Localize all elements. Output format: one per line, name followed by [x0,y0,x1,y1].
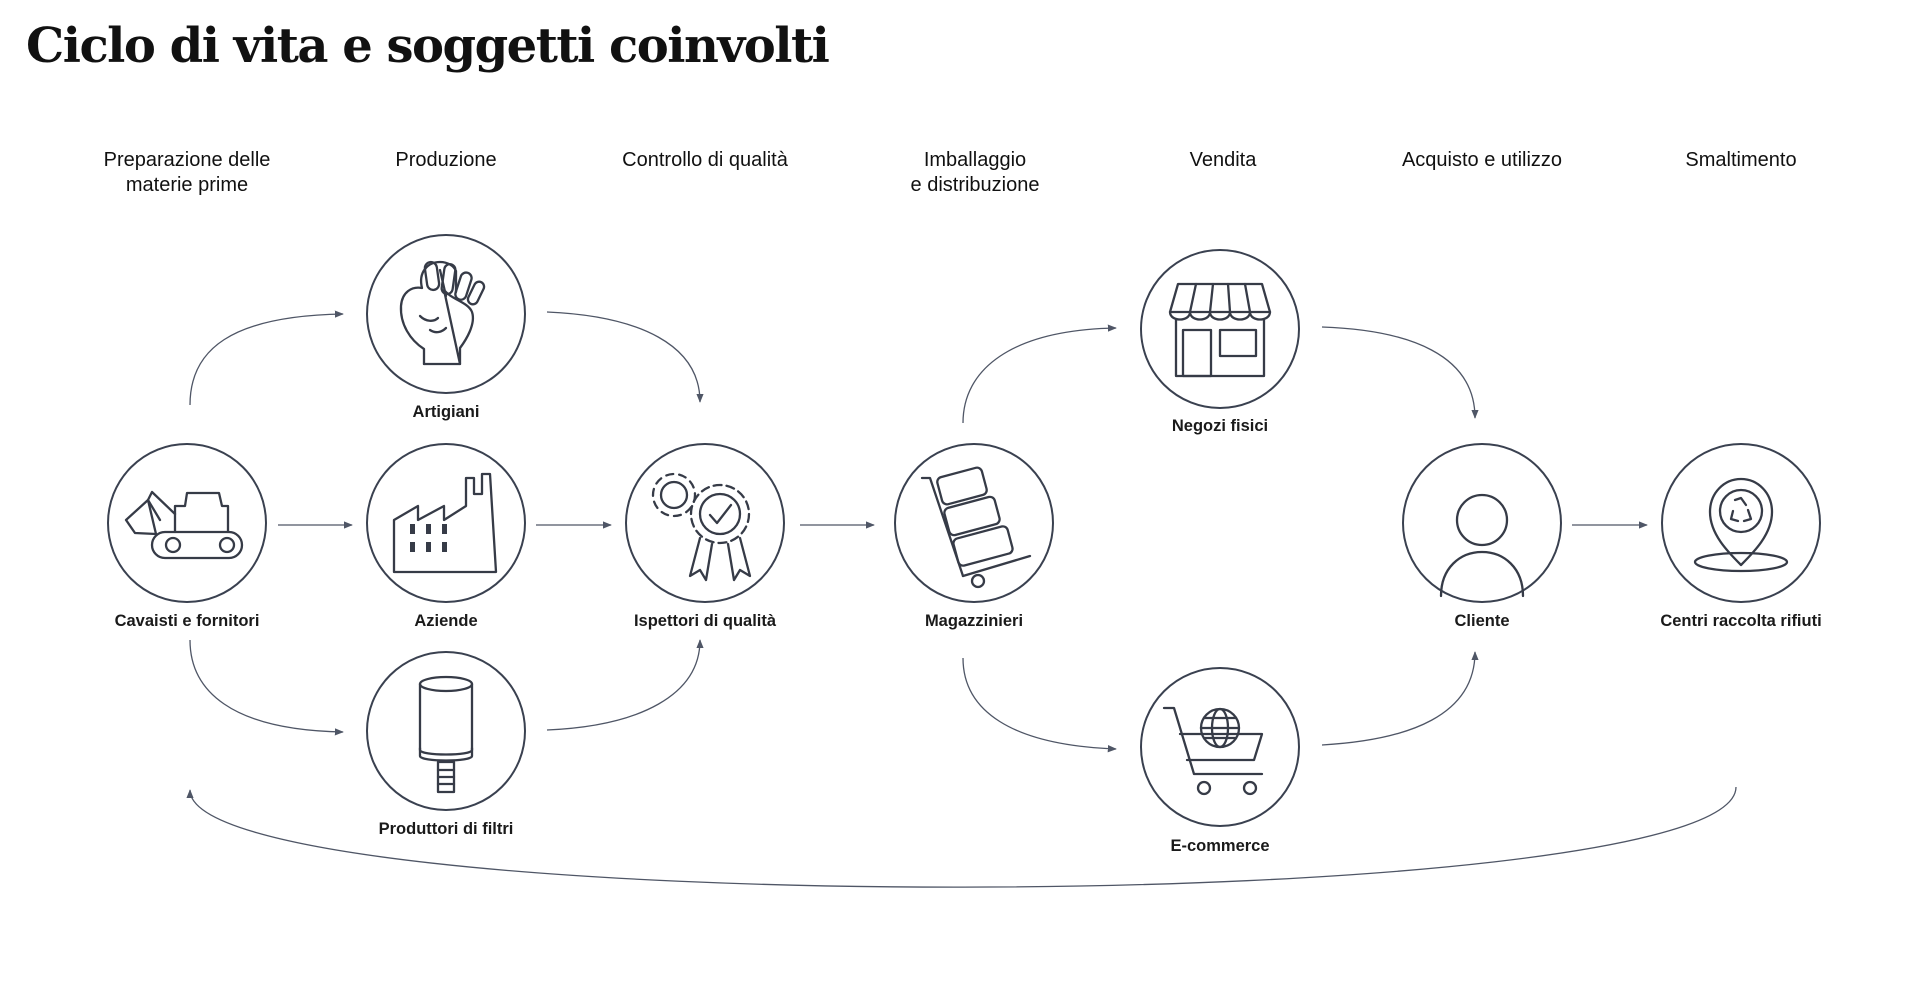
node-magazzinieri [894,443,1054,603]
arrow-magazzinieri-negozi [962,324,1117,424]
node-cavaisti [107,443,267,603]
node-ispettori [625,443,785,603]
shopping-cart-globe-icon [1162,706,1264,796]
filter-cartridge-icon [418,675,474,794]
node-circle [894,443,1054,603]
node-circle [1402,443,1562,603]
arrow-cavaisti-artigiani [189,310,344,406]
recycle-location-icon [1693,477,1789,573]
factory-icon [392,472,498,574]
arrow-smaltimento-cavaisti [186,786,1737,888]
arrow-magazzinieri-ecommerce [962,657,1117,753]
hand-clay-icon [399,260,486,366]
arrow-artigiani-ispettori [546,311,704,403]
node-circle [1661,443,1821,603]
storefront-icon [1168,282,1272,378]
node-label-ispettori: Ispettori di qualità [633,612,777,630]
stage-label-imballaggio: Imballaggio e distribuzione [910,149,1040,196]
node-label-cliente: Cliente [1454,612,1510,630]
node-centri-raccolta [1661,443,1821,603]
flow-arrows [186,310,1737,888]
node-label-artigiani: Artigiani [412,403,480,421]
node-cliente [1402,443,1562,603]
arrow-cavaisti-filtri [189,639,344,736]
stage-label-controllo: Controllo di qualità [622,149,788,171]
node-circle [625,443,785,603]
node-aziende [366,443,526,603]
node-label-magazzinieri: Magazzinieri [924,612,1024,630]
node-circle [107,443,267,603]
stage-label-preparazione: Preparazione delle materie prime [103,149,271,196]
node-label-cavaisti: Cavaisti e fornitori [114,612,260,630]
node-circle [366,234,526,394]
node-label-produttori-filtri: Produttori di filtri [378,820,514,838]
node-circle [366,443,526,603]
page-title: Ciclo di vita e soggetti coinvolti [26,18,830,74]
node-produttori-filtri [366,651,526,811]
arrow-negozi-cliente [1321,326,1479,419]
person-icon [1439,493,1525,598]
gears-badge-icon [651,472,752,582]
node-ecommerce [1140,667,1300,827]
node-negozi [1140,249,1300,409]
node-artigiani [366,234,526,394]
stage-label-acquisto: Acquisto e utilizzo [1401,149,1563,171]
hand-truck-icon [920,466,1032,589]
node-label-centri-raccolta: Centri raccolta rifiuti [1660,612,1822,630]
excavator-icon [124,490,244,560]
node-label-aziende: Aziende [414,612,478,630]
node-circle [366,651,526,811]
stage-label-produzione: Produzione [395,149,497,171]
node-label-negozi: Negozi fisici [1171,417,1269,435]
arrow-filtri-ispettori [546,639,704,731]
node-label-ecommerce: E-commerce [1170,837,1270,855]
stage-label-smaltimento: Smaltimento [1685,149,1797,171]
stage-label-vendita: Vendita [1189,149,1257,171]
arrow-ecommerce-cliente [1321,651,1479,746]
